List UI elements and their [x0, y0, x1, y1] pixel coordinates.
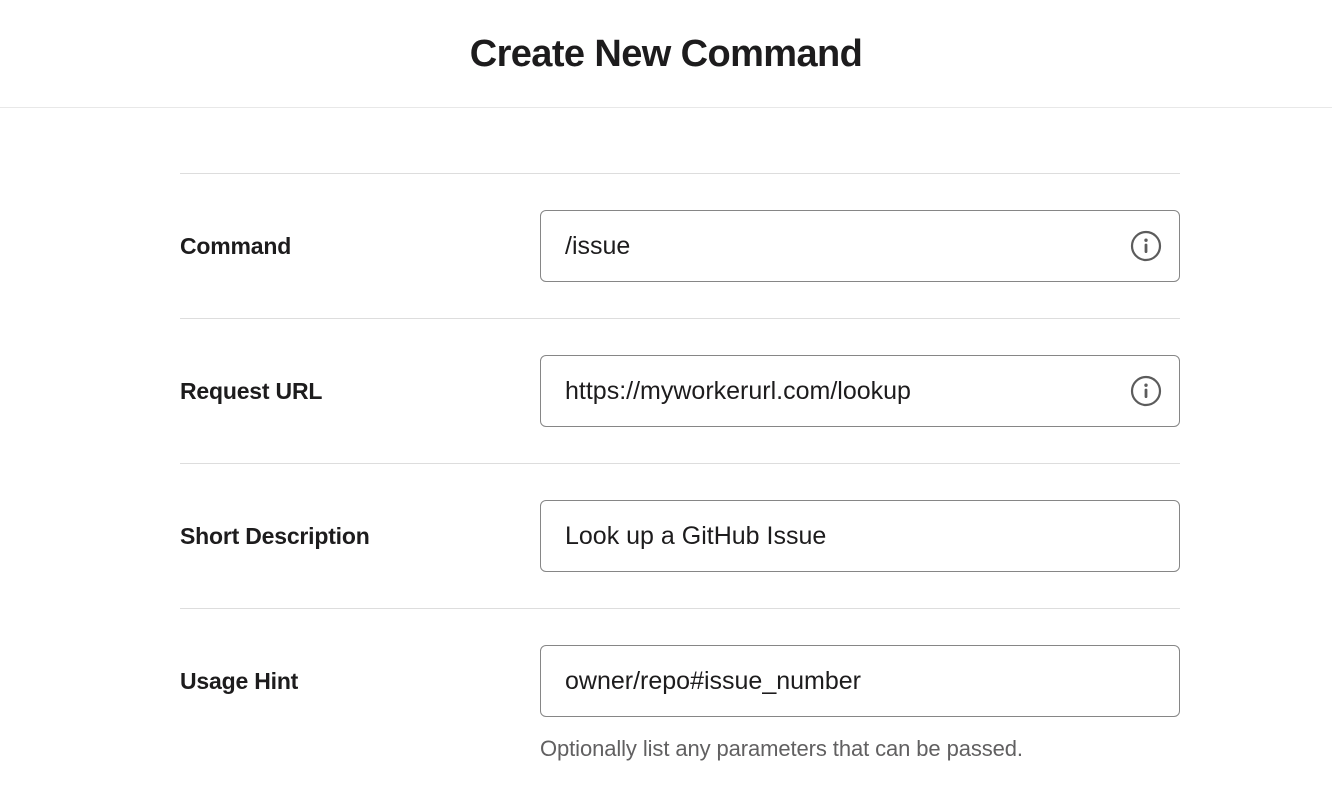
usage-hint-helper-text: Optionally list any parameters that can … — [540, 736, 1023, 761]
field-row-command: Command — [180, 174, 1180, 318]
divider-top — [180, 173, 1180, 174]
info-circle-icon[interactable] — [1130, 230, 1162, 262]
label-short-description: Short Description — [180, 523, 370, 549]
control-request-url — [540, 355, 1180, 427]
label-request-url: Request URL — [180, 378, 323, 404]
short-description-input[interactable] — [540, 500, 1180, 572]
divider-3 — [180, 608, 1180, 609]
label-command: Command — [180, 233, 292, 259]
control-command — [540, 210, 1180, 282]
field-row-request-url: Request URL — [180, 319, 1180, 463]
label-usage-hint: Usage Hint — [180, 668, 299, 694]
input-wrap-usage-hint — [540, 645, 1180, 717]
input-wrap-command — [540, 210, 1180, 282]
command-input[interactable] — [540, 210, 1180, 282]
command-form: Command Request URL — [180, 173, 1180, 800]
divider-2 — [180, 463, 1180, 464]
field-row-usage-hint: Usage Hint Optionally list any parameter… — [180, 609, 1180, 800]
page-title: Create New Command — [469, 32, 863, 75]
divider-1 — [180, 318, 1180, 319]
request-url-input[interactable] — [540, 355, 1180, 427]
usage-hint-input[interactable] — [540, 645, 1180, 717]
control-usage-hint: Optionally list any parameters that can … — [540, 645, 1180, 764]
info-circle-icon[interactable] — [1130, 375, 1162, 407]
modal-header: Create New Command — [0, 0, 1332, 108]
modal-body: Command Request URL — [0, 108, 1332, 810]
control-short-description — [540, 500, 1180, 572]
input-wrap-short-description — [540, 500, 1180, 572]
field-row-short-description: Short Description — [180, 464, 1180, 608]
input-wrap-request-url — [540, 355, 1180, 427]
